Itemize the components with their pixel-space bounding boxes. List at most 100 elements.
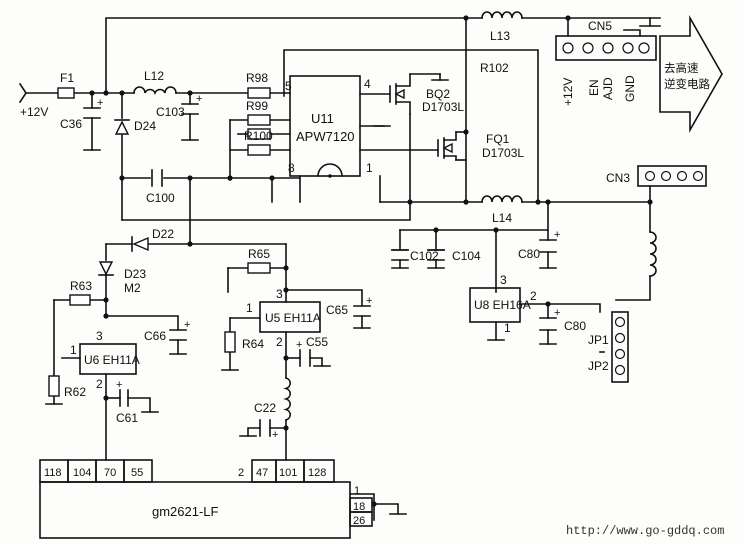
resistor-r100: R100 [244,128,273,143]
supply-label: +12V [20,105,48,119]
capacitor-c66: + C66 [144,319,190,343]
capacitor-c104: C104 [427,249,481,269]
u8-pin1: 1 [504,321,511,335]
capacitor-c22: + C22 [254,401,278,441]
d23-label: D23 [124,267,146,281]
svg-text:+: + [184,319,190,331]
u8-label: U8 EH16A [474,298,531,312]
svg-text:+: + [554,307,560,319]
arrow-line-2: 逆变电路 [664,77,710,91]
l13-label: L13 [490,29,510,43]
inductor-right [649,231,657,277]
r64-label: R64 [242,337,264,351]
ic-u8: U8 EH16A 3 2 1 [469,273,537,335]
resistor-r64: R64 [224,331,264,353]
u11-pin1: 1 [366,161,373,175]
output-arrow: 去高速 逆变电路 [659,14,723,134]
u8-pin3: 3 [500,273,507,287]
jp2-label: JP2 [588,359,609,373]
r102-label: R102 [480,61,509,75]
r100-label: R100 [244,129,273,143]
capacitor-c36: + C36 [60,97,103,131]
u6-pin3: 3 [96,329,103,343]
c22-label: C22 [254,401,276,415]
ic-u11: U11 APW7120 5 4 8 1 [285,75,373,178]
d22-label: D22 [152,227,174,241]
gm-pin-2: 2 [238,467,244,479]
c100-label: C100 [146,191,175,205]
capacitor-c80-upper: + C80 [518,229,560,261]
gm-pin-55: 55 [131,467,143,479]
gm-name: gm2621-LF [152,504,219,519]
u6-pin1: 1 [70,343,77,357]
resistor-r65: R65 [247,247,271,274]
c61-label: C61 [116,411,138,425]
inductor-l13: L13 [481,11,523,43]
svg-text:+: + [366,295,372,307]
cn5-pin-12v: +12V [561,78,575,106]
svg-text:+: + [296,339,302,351]
c103-label: C103 [156,105,185,119]
u11-name: U11 [311,111,334,126]
fuse-f1: F1 [57,71,75,99]
inductor-l14: L14 [481,195,523,225]
l12-label: L12 [144,69,164,83]
fuse-label: F1 [60,71,74,85]
capacitor-c80-lower: + C80 [539,307,586,333]
u11-pin4: 4 [364,77,371,91]
u5-pin1: 1 [246,301,253,315]
diode-d22: D22 [131,227,174,252]
gm-pin-18: 18 [353,501,365,513]
resistor-r63: R63 [69,279,92,306]
resistor-r62: R62 [48,375,86,399]
arrow-line-1: 去高速 [664,61,699,75]
d24-label: D24 [134,119,156,133]
fq1-part: D1703L [482,146,524,160]
capacitor-c55: + C55 [296,335,328,367]
svg-text:+: + [196,93,202,105]
resistor-r99: R99 [246,99,271,126]
u11-pin8: 8 [288,161,295,175]
resistor-r-aux [247,144,271,156]
resistor-r98: R98 [246,71,271,99]
svg-text:+: + [554,229,560,241]
gm-pin-118: 118 [44,467,62,479]
connector-jp: JP1 JP2 [588,311,629,383]
c80a-label: C80 [518,247,540,261]
c65-label: C65 [326,303,348,317]
jp1-label: JP1 [588,333,609,347]
cn5-pin-gnd: GND [623,75,637,102]
gm-pin-104: 104 [73,467,91,479]
gm-pin-1: 1 [354,485,360,497]
c104-label: C104 [452,249,481,263]
capacitor-c102: C102 [391,249,439,269]
cn5-name: CN5 [588,19,612,33]
m2-label: M2 [124,281,141,295]
c55-label: C55 [306,335,328,349]
bq2-part: D1703L [422,100,464,114]
gm-pin-70: 70 [104,467,116,479]
c102-label: C102 [410,249,439,263]
gm-pin-101: 101 [279,467,297,479]
capacitor-c100: C100 [146,169,175,205]
u5-label: U5 EH11A [265,311,321,325]
r63-label: R63 [70,279,92,293]
inductor-l12: L12 [133,69,177,96]
svg-text:+: + [272,429,278,441]
u11-part: APW7120 [296,129,355,144]
u6-pin2: 2 [96,377,103,391]
cn3-label: CN3 [606,171,630,185]
svg-text:+: + [97,97,103,109]
inductor-u5-out [283,377,291,421]
c66-label: C66 [144,329,166,343]
r62-label: R62 [64,385,86,399]
u6-label: U6 EH11A [84,353,140,367]
u8-pin2: 2 [530,289,537,303]
ic-u6: U6 EH11A 1 3 2 [70,329,140,391]
r99-label: R99 [246,99,268,113]
mosfet-fq1: FQ1 D1703L [437,131,524,161]
gm-pin-47: 47 [256,467,268,479]
resistor-r102: R102 [480,61,509,75]
r65-label: R65 [248,247,270,261]
